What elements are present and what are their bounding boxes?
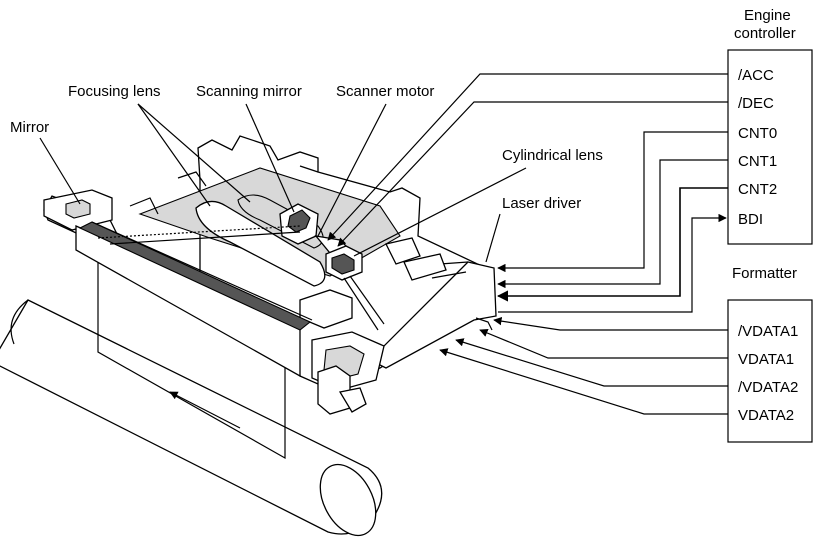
wire-cnt0	[497, 131, 728, 273]
wire-cnt2	[496, 187, 728, 302]
cylindrical-lens-assembly	[325, 245, 385, 331]
signal-bdi: BDI	[738, 211, 763, 228]
engine-signal-wires	[327, 73, 728, 313]
wire-acc	[327, 73, 728, 241]
mirror-label: Mirror	[10, 119, 49, 136]
cylindrical-lens-label: Cylindrical lens	[502, 147, 603, 164]
signal-vdata1: VDATA1	[738, 351, 794, 368]
formatter-box	[727, 299, 813, 443]
signal-vdata2: VDATA2	[738, 407, 794, 424]
engine-controller-box	[727, 49, 813, 245]
signal-nvdata1: /VDATA1	[738, 323, 798, 340]
wire-nvdata1	[493, 316, 728, 331]
focusing-lens-label: Focusing lens	[68, 83, 161, 100]
scanning-mirror-label: Scanning mirror	[196, 83, 302, 100]
wire-bdi	[498, 213, 727, 313]
wire-cnt1	[497, 159, 728, 289]
signal-cnt2: CNT2	[738, 181, 777, 198]
signal-nvdata2: /VDATA2	[738, 379, 798, 396]
signal-cnt0: CNT0	[738, 125, 777, 142]
signal-acc: /ACC	[738, 67, 774, 84]
scan-beam-plane	[97, 238, 286, 460]
laser-beam-lines	[97, 225, 301, 245]
laser-driver-label: Laser driver	[502, 195, 581, 212]
scanning-mirror-assembly	[279, 203, 354, 259]
mirror-element	[78, 221, 313, 331]
wire-nvdata2	[455, 338, 728, 387]
wire-dec	[337, 101, 728, 247]
engine-controller-title-2: controller	[734, 25, 796, 42]
photosensitive-drum	[0, 299, 383, 537]
formatter-title: Formatter	[732, 265, 797, 282]
formatter-signal-wires	[439, 316, 728, 415]
wire-vdata2	[439, 348, 728, 415]
wire-vdata1	[479, 328, 728, 359]
engine-controller-title-1: Engine	[744, 7, 791, 24]
scanner-motor-label: Scanner motor	[336, 83, 434, 100]
engine-controller: Engine controller /ACC /DEC CNT0 CNT1 CN…	[727, 7, 813, 245]
formatter: Formatter /VDATA1 VDATA1 /VDATA2 VDATA2	[727, 265, 813, 443]
signal-dec: /DEC	[738, 95, 774, 112]
signal-cnt1: CNT1	[738, 153, 777, 170]
